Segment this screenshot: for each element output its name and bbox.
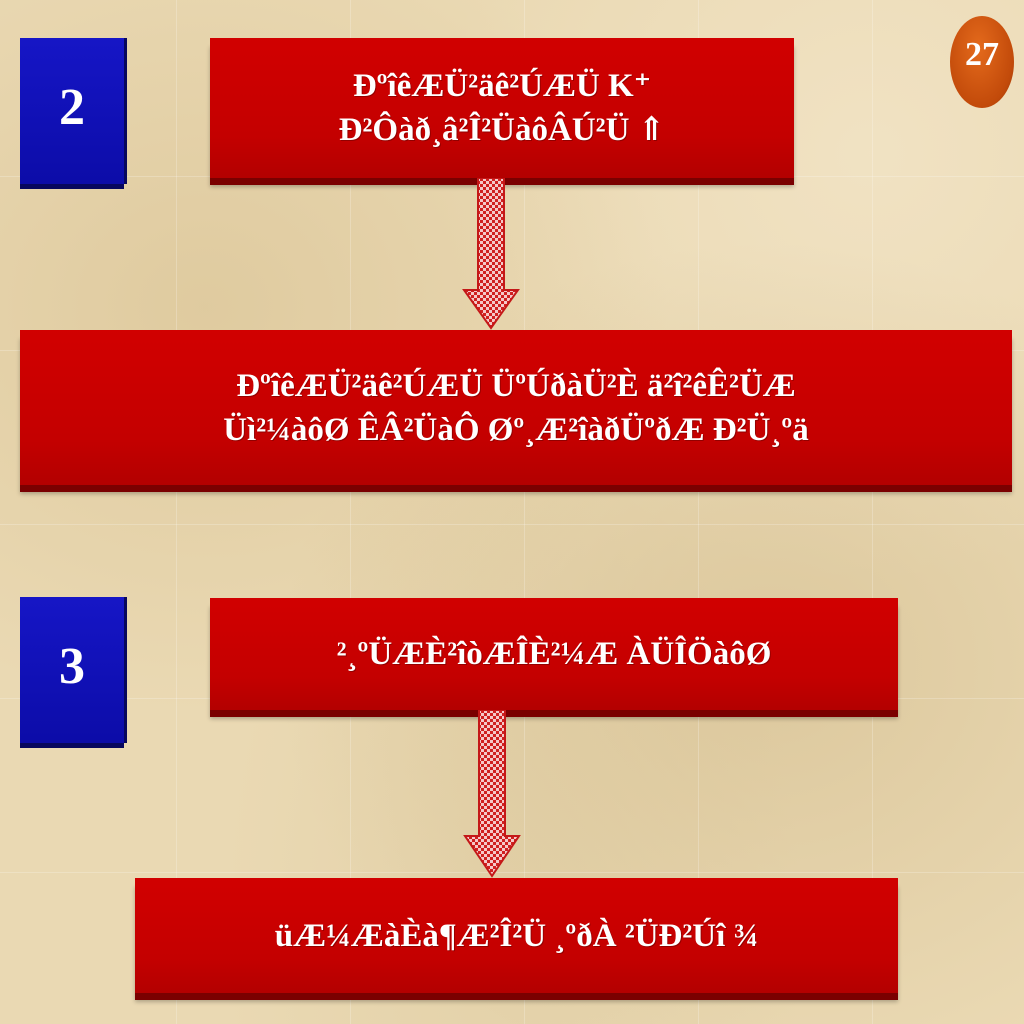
page-number: 27 [965, 36, 999, 73]
down-arrow-icon [463, 710, 521, 878]
box-text: ÐºîêÆÜ²äê²ÚÆÜ K⁺ Ð²Ôàð¸â²Î²ÜàôÂÚ²Ü ⇑ [338, 68, 666, 148]
box-text: üÆ¼ÆàÈà¶Æ²Î²Ü ¸ºðÀ ²ÜÐ²Úî ¾ [274, 917, 759, 954]
step-3-top-box: ²¸ºÜÆÈ²îòÆÎÈ²¼Æ ÀÜÎÖàôØ [210, 598, 898, 710]
box-text: ÐºîêÆÜ²äê²ÚÆÜ ÜºÚðàÜ²È ä²î²êÊ²ÜÆ Üì²¼àôØ… [223, 367, 809, 448]
step-3-bottom-box: üÆ¼ÆàÈà¶Æ²Î²Ü ¸ºðÀ ²ÜÐ²Úî ¾ [135, 878, 898, 993]
step-2-top-box: ÐºîêÆÜ²äê²ÚÆÜ K⁺ Ð²Ôàð¸â²Î²ÜàôÂÚ²Ü ⇑ [210, 38, 794, 178]
step-2-bottom-box: ÐºîêÆÜ²äê²ÚÆÜ ÜºÚðàÜ²È ä²î²êÊ²ÜÆ Üì²¼àôØ… [20, 330, 1012, 485]
page-number-badge: 27 [950, 16, 1014, 108]
box-text: ²¸ºÜÆÈ²îòÆÎÈ²¼Æ ÀÜÎÖàôØ [336, 636, 772, 672]
down-arrow-icon [462, 178, 520, 330]
step-number-box: 2 [20, 38, 124, 184]
step-number: 2 [59, 79, 85, 136]
step-number: 3 [59, 638, 85, 695]
step-number-box: 3 [20, 597, 124, 743]
